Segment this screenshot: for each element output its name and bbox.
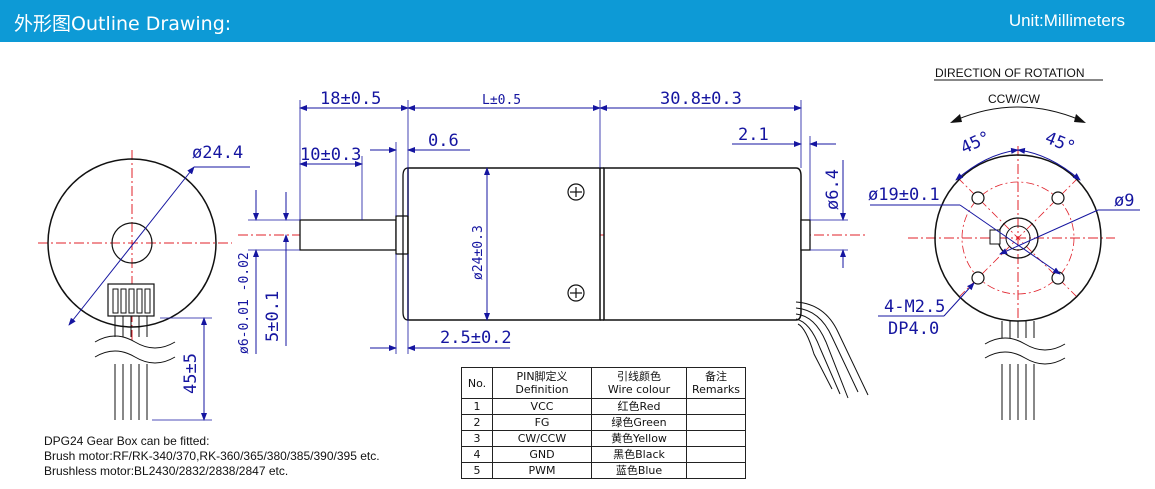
note-line: DPG24 Gear Box can be fitted: (44, 434, 210, 448)
note-line: Brushless motor:BL2430/2832/2838/2847 et… (44, 464, 289, 478)
collar-length-label: 2.5±0.2 (440, 328, 512, 348)
rear-boss (800, 219, 811, 251)
pilot-dia-label: ø9 (1114, 191, 1134, 211)
compatibility-notes: DPG24 Gear Box can be fitted: Brush moto… (44, 434, 380, 479)
side-view: 18±0.5 L±0.5 30.8±0.3 10±0.3 0.6 2.1 ø6.… (237, 89, 869, 399)
screw-depth-label: DP4.0 (888, 319, 939, 339)
header-bar: 外形图Outline Drawing: Unit:Millimeters (0, 0, 1155, 42)
lead-length-label: 45±5 (181, 353, 201, 394)
angle-right-label: 45° (1042, 128, 1078, 158)
lead-wires-right (1001, 321, 1035, 420)
bolt-circle-label: ø19±0.1 (868, 185, 940, 205)
table-row: 4 GND 黑色Black (461, 446, 746, 463)
rotation-label: CCW/CW (988, 92, 1041, 106)
lead-wires-side (795, 301, 869, 399)
motor-length-label: 30.8±0.3 (660, 89, 742, 109)
ccw-arrow-icon (950, 114, 962, 123)
gearbox-length-label: L±0.5 (482, 93, 521, 108)
shaft-flat-width-label: 5±0.1 (263, 291, 283, 342)
shaft-length-label: 18±0.5 (320, 89, 381, 109)
boss-diameter-label: ø6.4 (823, 169, 843, 210)
right-end-view: DIRECTION OF ROTATION CCW/CW 45° 45° ø19… (868, 66, 1140, 420)
rotation-title: DIRECTION OF ROTATION (935, 66, 1085, 80)
screw-icon (567, 284, 585, 302)
body-dia-vertical-label: ø24±0.3 (471, 225, 486, 280)
unit-label: Unit:Millimeters (1008, 11, 1125, 30)
outline-drawing: ø24.4 45±5 (38, 66, 1140, 421)
body-outline-circle (47, 158, 217, 328)
mount-hole-icon (971, 191, 985, 205)
collar-label: 0.6 (428, 131, 459, 151)
mount-hole-icon (1051, 271, 1065, 285)
lead-wires-left (114, 316, 148, 420)
screw-icon (567, 183, 585, 201)
shaft-dia-label: ø6-0.01 -0.02 (237, 252, 252, 354)
table-row: 1 VCC 红色Red (461, 398, 746, 415)
left-end-view: ø24.4 45±5 (38, 143, 250, 421)
angle-left-label: 45° (958, 127, 994, 158)
col-no: No. (461, 367, 493, 399)
shaft-flat-label: 10±0.3 (300, 145, 361, 165)
cw-arrow-icon (1074, 114, 1086, 123)
shaft-collar (395, 215, 409, 255)
page-title: 外形图Outline Drawing: (14, 13, 232, 35)
screw-spec-label: 4-M2.5 (884, 297, 945, 317)
mount-hole-icon (971, 271, 985, 285)
output-shaft (299, 219, 397, 251)
table-row: 3 CW/CCW 黄色Yellow (461, 430, 746, 447)
table-row: 5 PWM 蓝色Blue (461, 462, 746, 479)
table-row: 2 FG 绿色Green (461, 414, 746, 431)
note-line: Brush motor:RF/RK-340/370,RK-360/365/380… (44, 449, 380, 463)
body-diameter-label: ø24.4 (192, 143, 243, 163)
motor-body (603, 167, 802, 321)
mount-hole-icon (1051, 191, 1065, 205)
rear-boss-label: 2.1 (738, 125, 769, 145)
